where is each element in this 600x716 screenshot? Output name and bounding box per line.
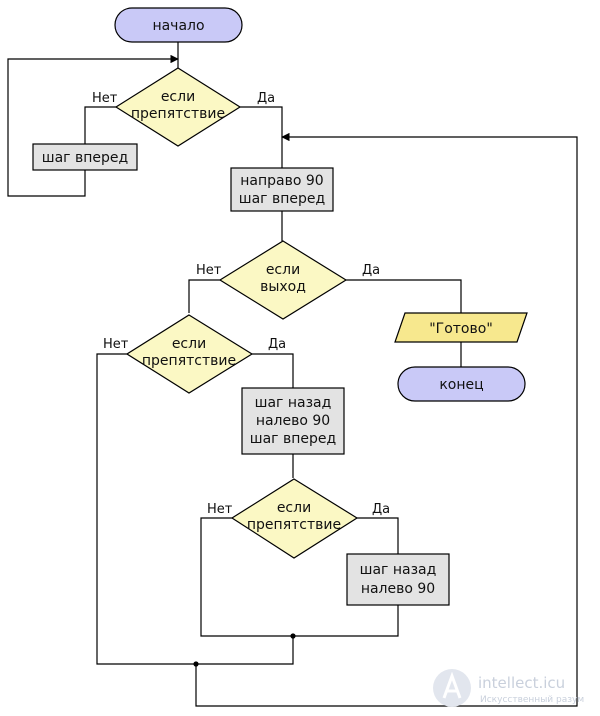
edge-loop-back-main — [195, 132, 578, 707]
node-output-done: "Готово" — [394, 312, 528, 343]
edge-decision3-no — [200, 517, 293, 637]
edge-loop-back-1 — [7, 54, 179, 197]
watermark-text: intellect.icu — [478, 674, 565, 692]
exit-line1: если — [266, 262, 300, 278]
right-step-line1: направо 90 — [240, 173, 323, 189]
blf-line1: шаг назад — [255, 395, 332, 411]
edge-decision2-yes — [252, 353, 294, 388]
back-left-line2: налево 90 — [361, 581, 435, 597]
decision2-line2: препятствие — [142, 353, 236, 369]
edge-decision3-yes — [357, 517, 399, 554]
step-forward-label: шаг вперед — [42, 150, 128, 166]
decision2-line1: если — [172, 336, 206, 352]
junction-dot — [290, 633, 296, 639]
node-decision-exit: если выход — [218, 240, 348, 320]
edge-decision1-yes — [240, 106, 283, 168]
end-label: конец — [439, 377, 483, 393]
decision3-no-label: Нет — [207, 502, 233, 517]
exit-yes-label: Да — [362, 263, 380, 278]
node-right-step-forward: направо 90 шаг вперед — [230, 167, 334, 212]
node-step-forward: шаг вперед — [32, 143, 138, 171]
watermark: intellect.icu Искусственный разум — [433, 669, 584, 707]
watermark-logo-icon — [433, 669, 471, 707]
node-decision-obstacle-1: если препятствие — [114, 67, 242, 147]
exit-line2: выход — [260, 279, 306, 295]
edge-exit-no — [188, 279, 220, 313]
junction-dot — [193, 661, 199, 667]
decision1-yes-label: Да — [257, 91, 275, 106]
edge-decision1-no — [84, 106, 116, 144]
edge-decision2-no — [96, 353, 196, 665]
node-end: конец — [397, 366, 526, 402]
watermark-subtext: Искусственный разум — [480, 695, 584, 705]
node-back-left: шаг назад налево 90 — [346, 553, 450, 606]
node-decision-obstacle-2: если препятствие — [125, 314, 254, 394]
decision3-line1: если — [277, 500, 311, 516]
right-step-line2: шаг вперед — [239, 191, 325, 207]
output-done-label: "Готово" — [429, 321, 493, 337]
decision3-yes-label: Да — [372, 502, 390, 517]
watermark-logo-mark — [442, 671, 462, 699]
exit-no-label: Нет — [196, 263, 222, 278]
edge-merge-down — [196, 636, 294, 665]
decision2-no-label: Нет — [103, 337, 129, 352]
blf-line2: налево 90 — [256, 413, 330, 429]
decision1-no-label: Нет — [92, 91, 118, 106]
edge-exit-yes — [346, 279, 462, 313]
back-left-line1: шаг назад — [360, 562, 437, 578]
decision3-line2: препятствие — [247, 517, 341, 533]
start-label: начало — [152, 18, 204, 34]
node-back-left-forward: шаг назад налево 90 шаг вперед — [241, 387, 345, 455]
decision1-line1: если — [161, 89, 195, 105]
node-start: начало — [114, 7, 243, 43]
decision2-yes-label: Да — [268, 337, 286, 352]
edge-back-left-to-merge — [293, 605, 399, 637]
blf-line3: шаг вперед — [250, 431, 336, 447]
connectors — [7, 42, 578, 707]
decision1-line2: препятствие — [131, 106, 225, 122]
node-decision-obstacle-3: если препятствие — [230, 478, 359, 559]
